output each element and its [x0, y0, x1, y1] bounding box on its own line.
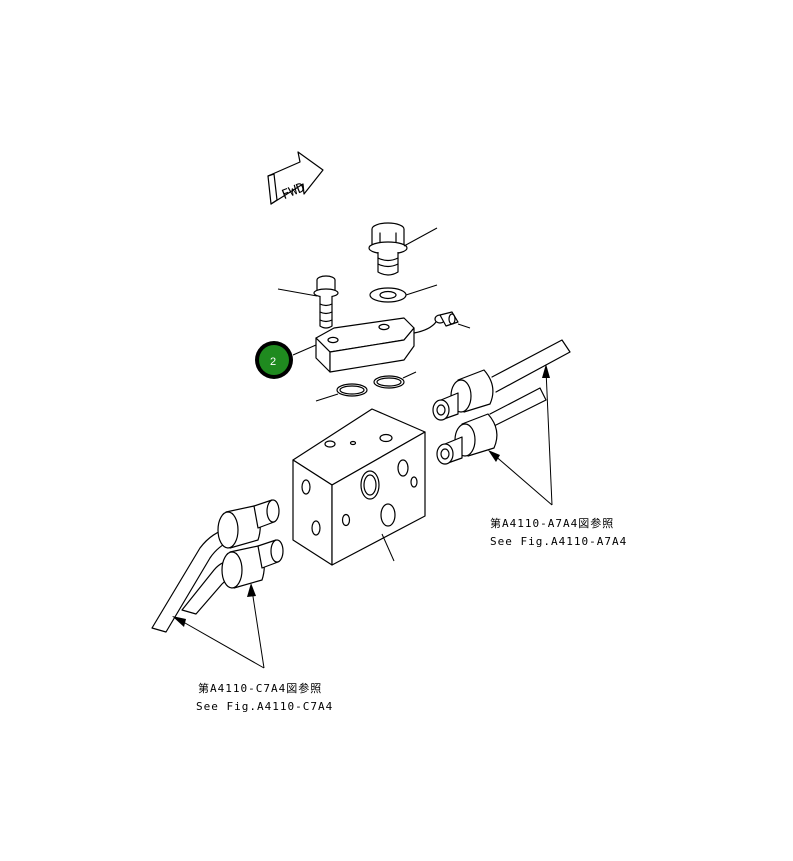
washer-icon [369, 284, 438, 303]
valve-block-icon [292, 408, 426, 566]
hose-fittings-right-icon [432, 339, 571, 465]
callout-badge[interactable]: 2 [255, 341, 293, 379]
callout-number: 2 [270, 356, 276, 368]
o-ring-icon [315, 371, 417, 402]
reference-right-jp: 第A4110-A7A4図参照 [490, 516, 614, 530]
reference-arrows-right [488, 364, 553, 506]
fitting-small-icon [434, 311, 471, 329]
reference-left-jp: 第A4110-C7A4図参照 [198, 681, 322, 695]
bolt-small-icon [277, 275, 339, 329]
reference-arrows-left [172, 583, 265, 669]
bolt-large-icon [368, 222, 438, 276]
callout-fill [259, 345, 289, 375]
reference-left-en: See Fig.A4110-C7A4 [196, 700, 333, 713]
reference-right-en: See Fig.A4110-A7A4 [490, 535, 627, 548]
hose-fittings-left-icon [151, 499, 284, 633]
fwd-arrow-icon: FWD [267, 151, 324, 205]
bracket-plate-icon [315, 317, 437, 373]
